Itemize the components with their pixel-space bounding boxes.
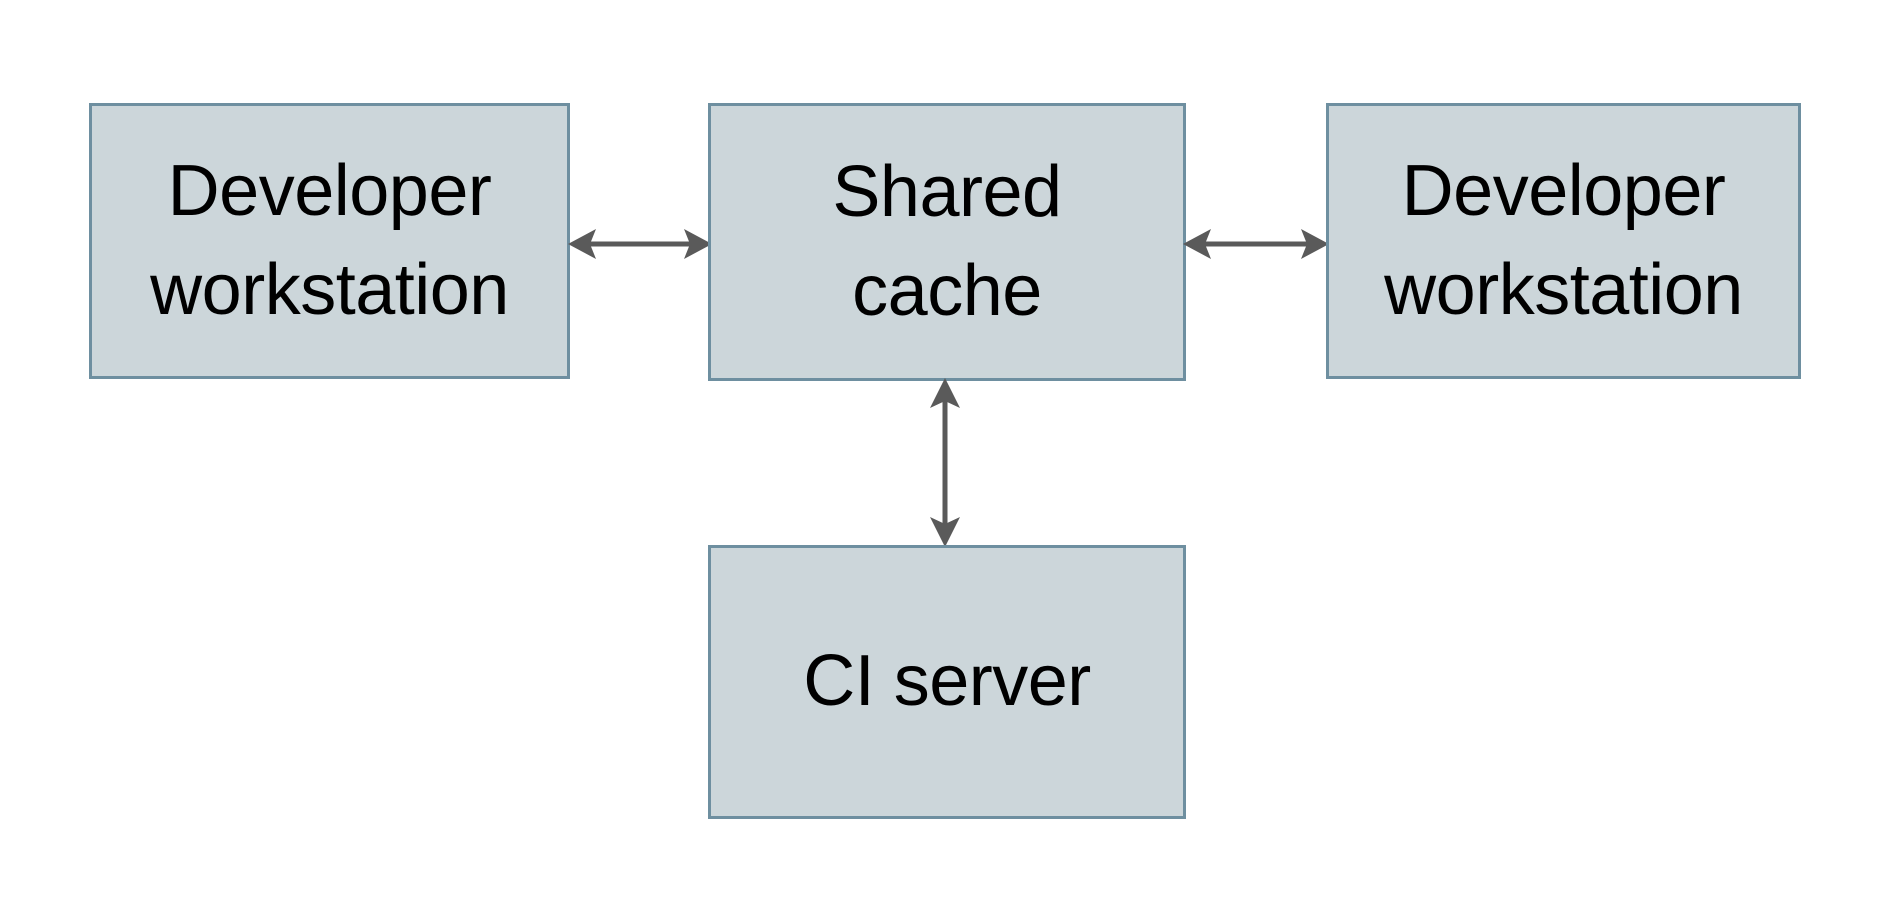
bidirectional-arrow-icon — [1183, 229, 1329, 259]
node-label: Developer workstation — [150, 150, 509, 330]
node-ci-server[interactable]: CI server — [708, 545, 1186, 819]
node-label: Developer workstation — [1384, 150, 1743, 330]
connector-shared-cache-to-developer-workstation-right — [1181, 218, 1331, 270]
node-label: Shared cache — [832, 151, 1062, 331]
connector-developer-workstation-left-to-shared-cache — [566, 218, 714, 270]
bidirectional-arrow-icon — [568, 229, 712, 259]
bidirectional-arrow-icon — [930, 378, 960, 547]
node-label: CI server — [803, 641, 1091, 722]
connector-shared-cache-to-ci-server — [919, 376, 971, 549]
node-developer-workstation-right[interactable]: Developer workstation — [1326, 103, 1801, 379]
node-developer-workstation-left[interactable]: Developer workstation — [89, 103, 570, 379]
node-shared-cache[interactable]: Shared cache — [708, 103, 1186, 381]
